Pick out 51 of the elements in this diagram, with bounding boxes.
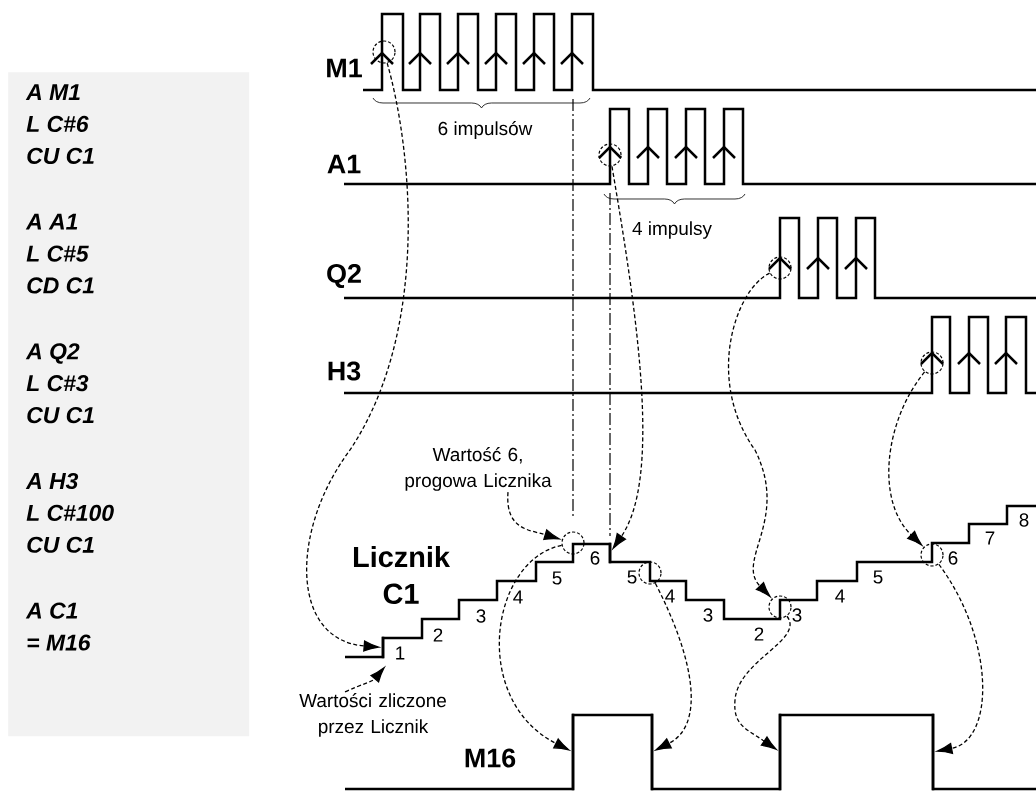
- step-number: 5: [627, 570, 637, 584]
- signal-transition: [571, 713, 575, 791]
- signal-transition: [608, 542, 612, 564]
- signal-transition: [931, 713, 935, 791]
- step-number: 5: [873, 570, 883, 584]
- brace-label: 6 impulsów: [438, 121, 533, 139]
- dashed-circle: [768, 256, 792, 280]
- dashed-circle: [598, 143, 622, 167]
- code-panel: A M1 L C#6 CU C1 A A1 L C#5 CD C1 A Q2 L C#3 CU C1 A H3 L C#100 CU C1 A C1 = M16: [8, 72, 250, 737]
- signal-label: M1: [327, 58, 362, 78]
- step-number: 6: [590, 551, 600, 565]
- step-number: 4: [835, 589, 845, 603]
- brace-label: 4 impulsy: [632, 221, 712, 239]
- step-number: 2: [433, 628, 443, 642]
- step-number: 8: [1019, 513, 1029, 527]
- dashed-arrow: [306, 62, 409, 652]
- dashed-circle: [920, 543, 944, 567]
- step-number: 3: [792, 608, 802, 622]
- signal-label: Q2: [327, 263, 361, 289]
- dashed-arrow: [734, 615, 791, 750]
- step-number: 5: [552, 571, 562, 585]
- dashed-arrow: [654, 582, 692, 751]
- dashed-arrow: [611, 165, 644, 549]
- dashed-circle: [920, 351, 944, 375]
- step-number: 2: [754, 627, 764, 641]
- leader-line: [344, 667, 385, 693]
- step-number: 7: [985, 531, 995, 545]
- step-number: 3: [703, 608, 713, 622]
- dashed-arrow: [728, 272, 771, 598]
- signal-label: M16: [465, 748, 516, 768]
- step-number: 3: [476, 609, 486, 623]
- step-number: 4: [665, 589, 675, 603]
- step-number: 4: [513, 590, 523, 604]
- signal-label: H3: [328, 361, 361, 381]
- dashed-arrow: [936, 563, 984, 754]
- signal-transition: [650, 713, 654, 791]
- step-number: 1: [396, 646, 405, 660]
- annotation-text: Wartość 6, progowa Licznika: [405, 447, 552, 491]
- leader-line: [507, 491, 560, 540]
- signal-transition: [778, 713, 782, 791]
- dashed-circle: [561, 531, 585, 555]
- signal-label: A1: [327, 154, 361, 174]
- dashed-circle: [638, 561, 662, 585]
- dashed-circle: [768, 595, 792, 619]
- dashed-circle: [372, 40, 396, 64]
- signal-transition: [381, 636, 385, 659]
- step-number: 6: [948, 551, 958, 565]
- annotation-text: Wartości zliczone przez Licznik: [299, 693, 446, 737]
- dashed-arrow: [499, 544, 570, 751]
- counter-label: Licznik C1: [354, 545, 450, 605]
- dashed-arrow: [888, 371, 926, 546]
